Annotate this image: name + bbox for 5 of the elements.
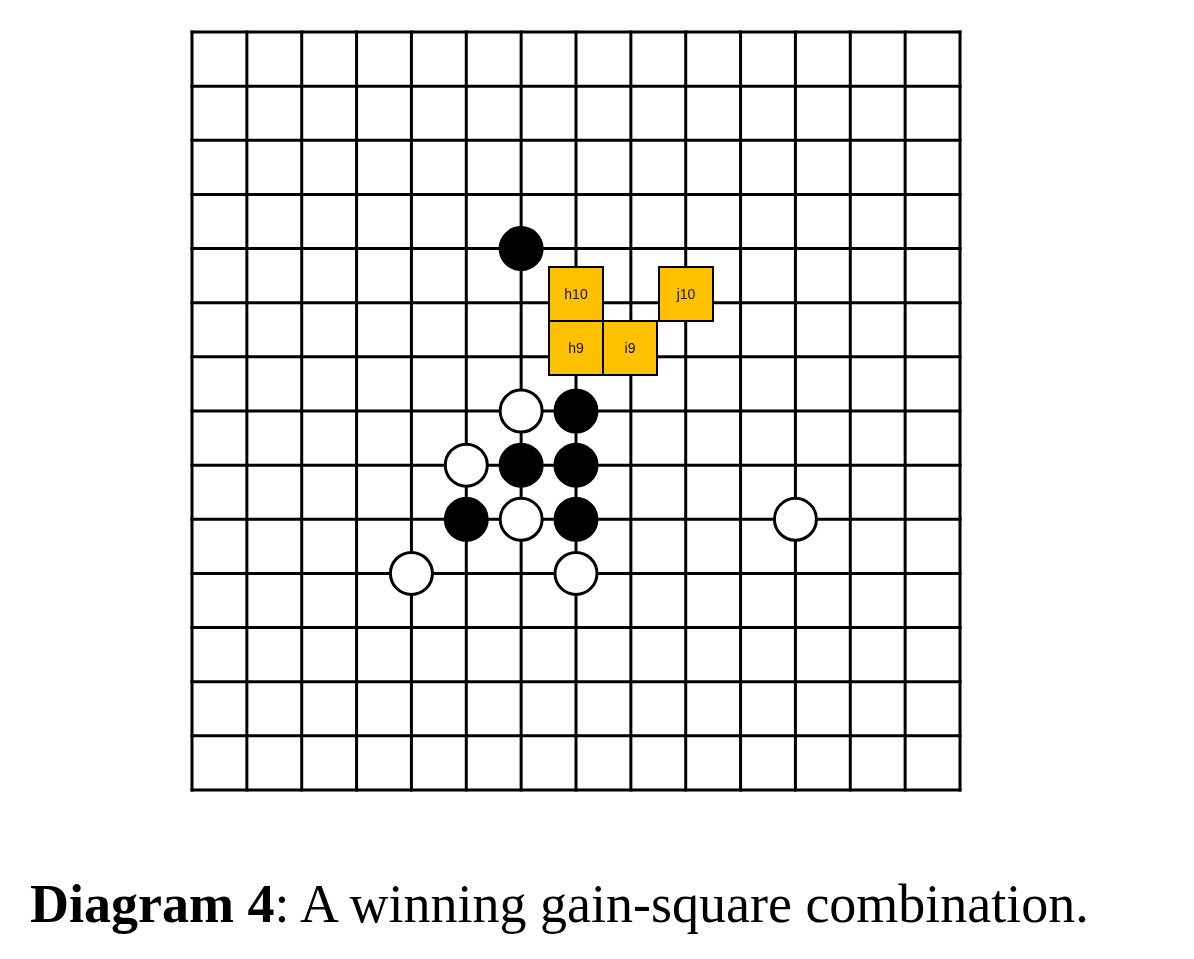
highlighted-square: j10 [658, 266, 714, 322]
highlighted-square: h9 [548, 320, 604, 376]
figure-caption: Diagram 4: A winning gain-square combination. [30, 873, 1089, 936]
highlighted-square: i9 [602, 320, 658, 376]
highlighted-square: h10 [548, 266, 604, 322]
